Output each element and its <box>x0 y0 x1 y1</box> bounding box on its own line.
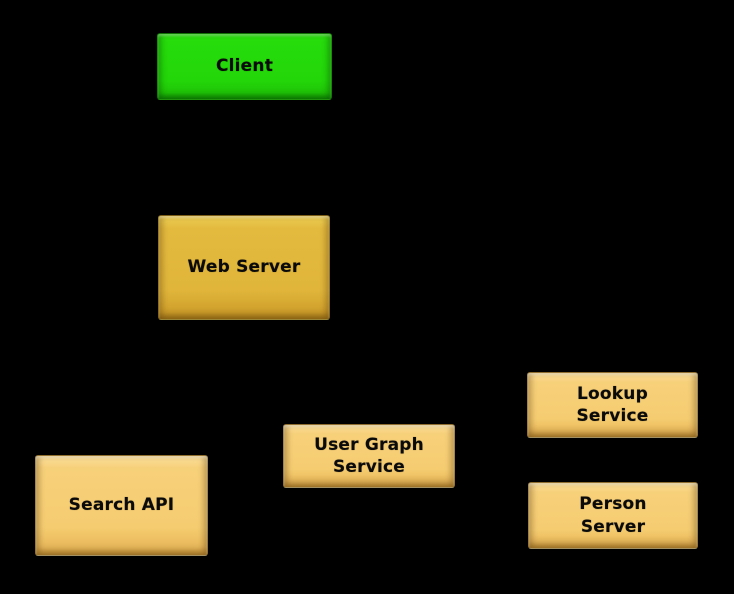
node-client-label: Client <box>215 56 274 77</box>
node-web-server-label: Web Server <box>187 257 301 278</box>
node-person-server-label: Person Server <box>579 494 647 537</box>
node-client: Client <box>157 33 332 100</box>
node-search-api: Search API <box>35 455 208 556</box>
node-user-graph-service-label: User Graph Service <box>314 434 424 477</box>
node-web-server: Web Server <box>158 215 330 320</box>
node-lookup-service: Lookup Service <box>527 372 698 438</box>
node-search-api-label: Search API <box>68 495 175 516</box>
node-person-server: Person Server <box>528 482 698 549</box>
node-lookup-service-label: Lookup Service <box>576 383 649 426</box>
node-user-graph-service: User Graph Service <box>283 424 455 488</box>
